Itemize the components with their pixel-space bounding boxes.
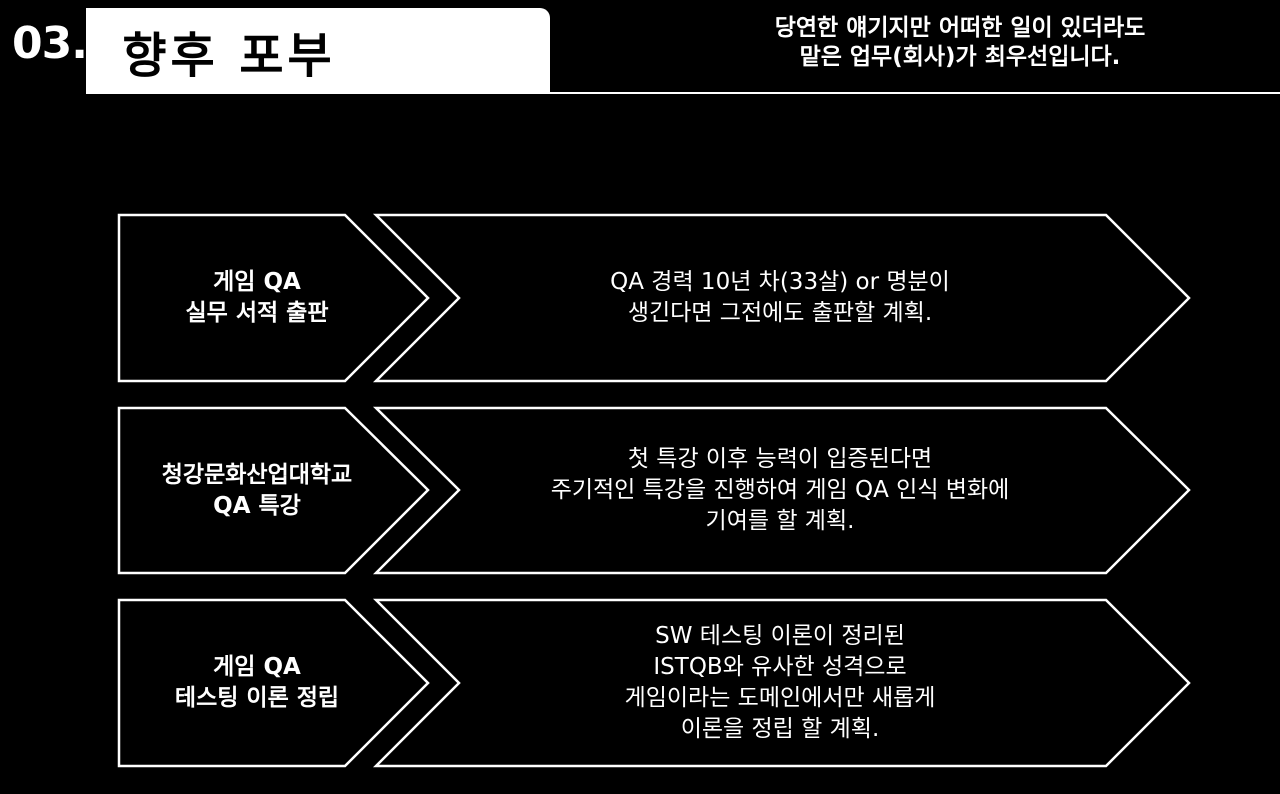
quote-line: 당연한 얘기지만 어떠한 일이 있더라도 — [774, 15, 1146, 41]
quote-line: 맡은 업무(회사)가 최우선입니다. — [799, 44, 1121, 70]
plan-desc-arrow — [372, 598, 1191, 768]
plan-desc-line: 첫 특강 이후 능력이 입증된다면 — [627, 446, 933, 472]
title-rule-vertical — [86, 8, 88, 94]
plan-label-line: 실무 서적 출판 — [185, 300, 329, 326]
plan-label-line: 테스팅 이론 정립 — [174, 685, 340, 711]
plan-label-line: 게임 QA — [213, 654, 301, 680]
plan-label-line: 게임 QA — [213, 269, 301, 295]
plan-desc-line: 이론을 정립 할 계획. — [680, 716, 880, 742]
plan-desc-line: 생긴다면 그전에도 출판할 계획. — [627, 300, 933, 326]
header-quote: 당연한 얘기지만 어떠한 일이 있더라도 맡은 업무(회사)가 최우선입니다. — [700, 14, 1220, 72]
plan-description: QA 경력 10년 차(33살) or 명분이 생긴다면 그전에도 출판할 계획… — [440, 215, 1120, 381]
title-box: 향후 포부 — [88, 8, 550, 94]
plan-desc-line: 게임이라는 도메인에서만 새롭게 — [624, 685, 936, 711]
plan-label-line: QA 특강 — [213, 492, 301, 519]
plan-label: 게임 QA 실무 서적 출판 — [122, 215, 392, 381]
plan-label: 청강문화산업대학교 QA 특강 — [122, 408, 392, 573]
plan-desc-arrow — [372, 213, 1191, 383]
title-underline — [86, 92, 1280, 94]
plan-desc-arrow — [372, 406, 1191, 575]
plan-desc-line: QA 경력 10년 차(33살) or 명분이 — [610, 269, 950, 295]
plan-desc-line: ISTQB와 유사한 성격으로 — [653, 654, 907, 680]
plan-label-chevron — [117, 213, 430, 383]
plan-desc-line: 주기적인 특강을 진행하여 게임 QA 인식 변화에 — [550, 477, 1010, 503]
page-title: 향후 포부 — [122, 28, 336, 84]
section-number: 03. — [12, 18, 88, 69]
plan-desc-line: 기여를 할 계획. — [705, 508, 855, 534]
plan-label-chevron — [117, 406, 430, 575]
plan-label: 게임 QA 테스팅 이론 정립 — [122, 600, 392, 766]
plan-label-line: 청강문화산업대학교 — [161, 461, 353, 488]
plan-label-chevron — [117, 598, 430, 768]
plan-description: 첫 특강 이후 능력이 입증된다면 주기적인 특강을 진행하여 게임 QA 인식… — [440, 408, 1120, 573]
plan-description: SW 테스팅 이론이 정리된 ISTQB와 유사한 성격으로 게임이라는 도메인… — [440, 600, 1120, 766]
plan-desc-line: SW 테스팅 이론이 정리된 — [655, 623, 905, 649]
